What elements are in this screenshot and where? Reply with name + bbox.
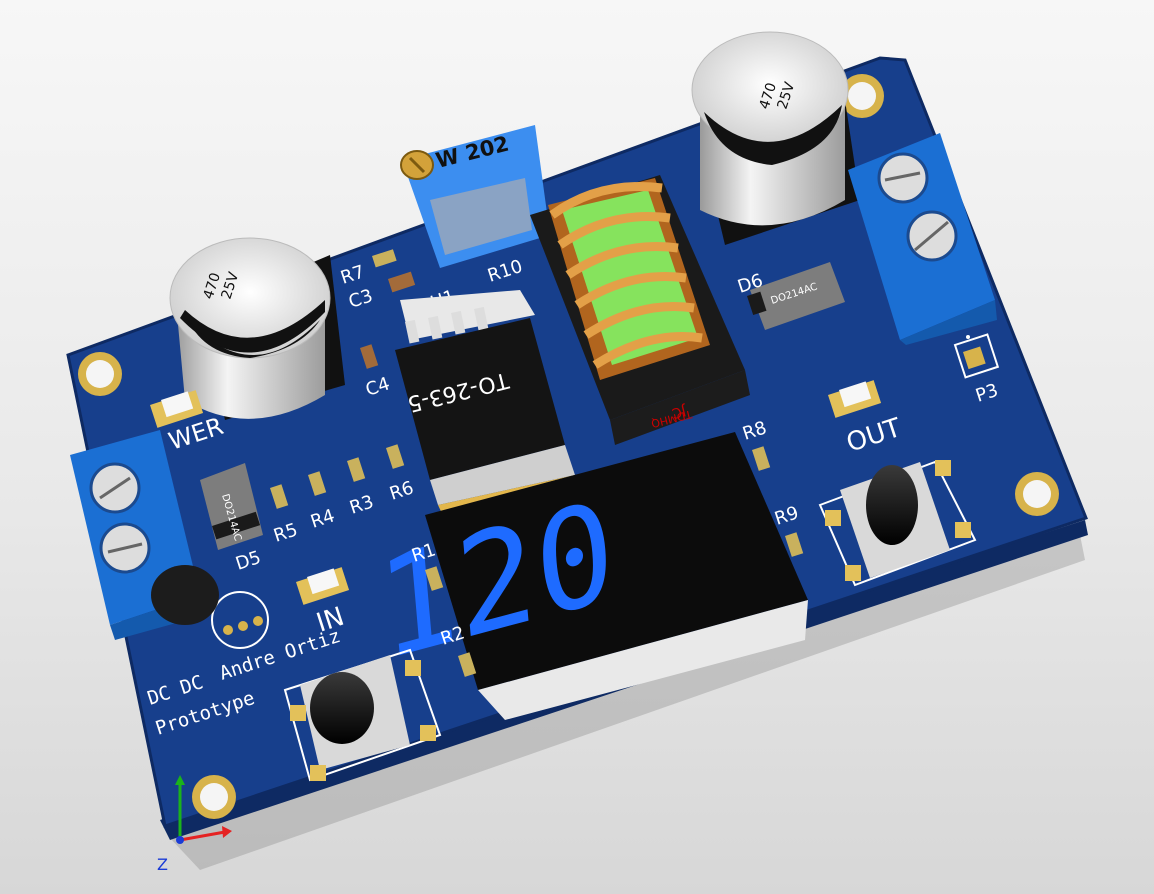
mounting-hole (1015, 472, 1059, 516)
smd-capacitor (388, 271, 416, 293)
axis-z-label: Z (157, 855, 168, 874)
cap-value: 470 (757, 81, 780, 111)
smd-capacitor (360, 344, 379, 369)
push-button-left[interactable] (283, 648, 442, 782)
smd-resistor (372, 249, 397, 268)
test-pad-p3 (953, 333, 1000, 379)
axis-gizmo: Z (157, 775, 232, 874)
board-shadow (170, 535, 1085, 870)
transistor (151, 565, 269, 649)
potentiometer[interactable]: W 202 (400, 125, 550, 268)
screw-icon[interactable] (877, 152, 929, 204)
diode-d6: DO214AC (747, 262, 845, 330)
led-in (296, 567, 350, 605)
button-cap-icon[interactable] (310, 672, 374, 744)
button-cap-icon[interactable] (866, 465, 918, 545)
led-power (150, 390, 204, 428)
inductor-mark: JC (670, 402, 689, 421)
mounting-hole (840, 74, 884, 118)
push-button-right[interactable] (818, 460, 977, 587)
diode-d5: DO214AC (200, 463, 263, 550)
smd-resistor-group (269, 444, 804, 677)
electrolytic-capacitor: 470 25V (169, 237, 345, 420)
cap-value: 470 (201, 271, 224, 301)
mounting-hole (78, 352, 122, 396)
inductor: JC TDMHQ (530, 175, 750, 445)
seven-segment-display: 120 (372, 432, 808, 720)
terminal-block-output[interactable] (848, 133, 997, 345)
mounting-hole (192, 775, 236, 819)
electrolytic-capacitor: 470 25V (691, 31, 860, 245)
led-out (828, 380, 882, 418)
